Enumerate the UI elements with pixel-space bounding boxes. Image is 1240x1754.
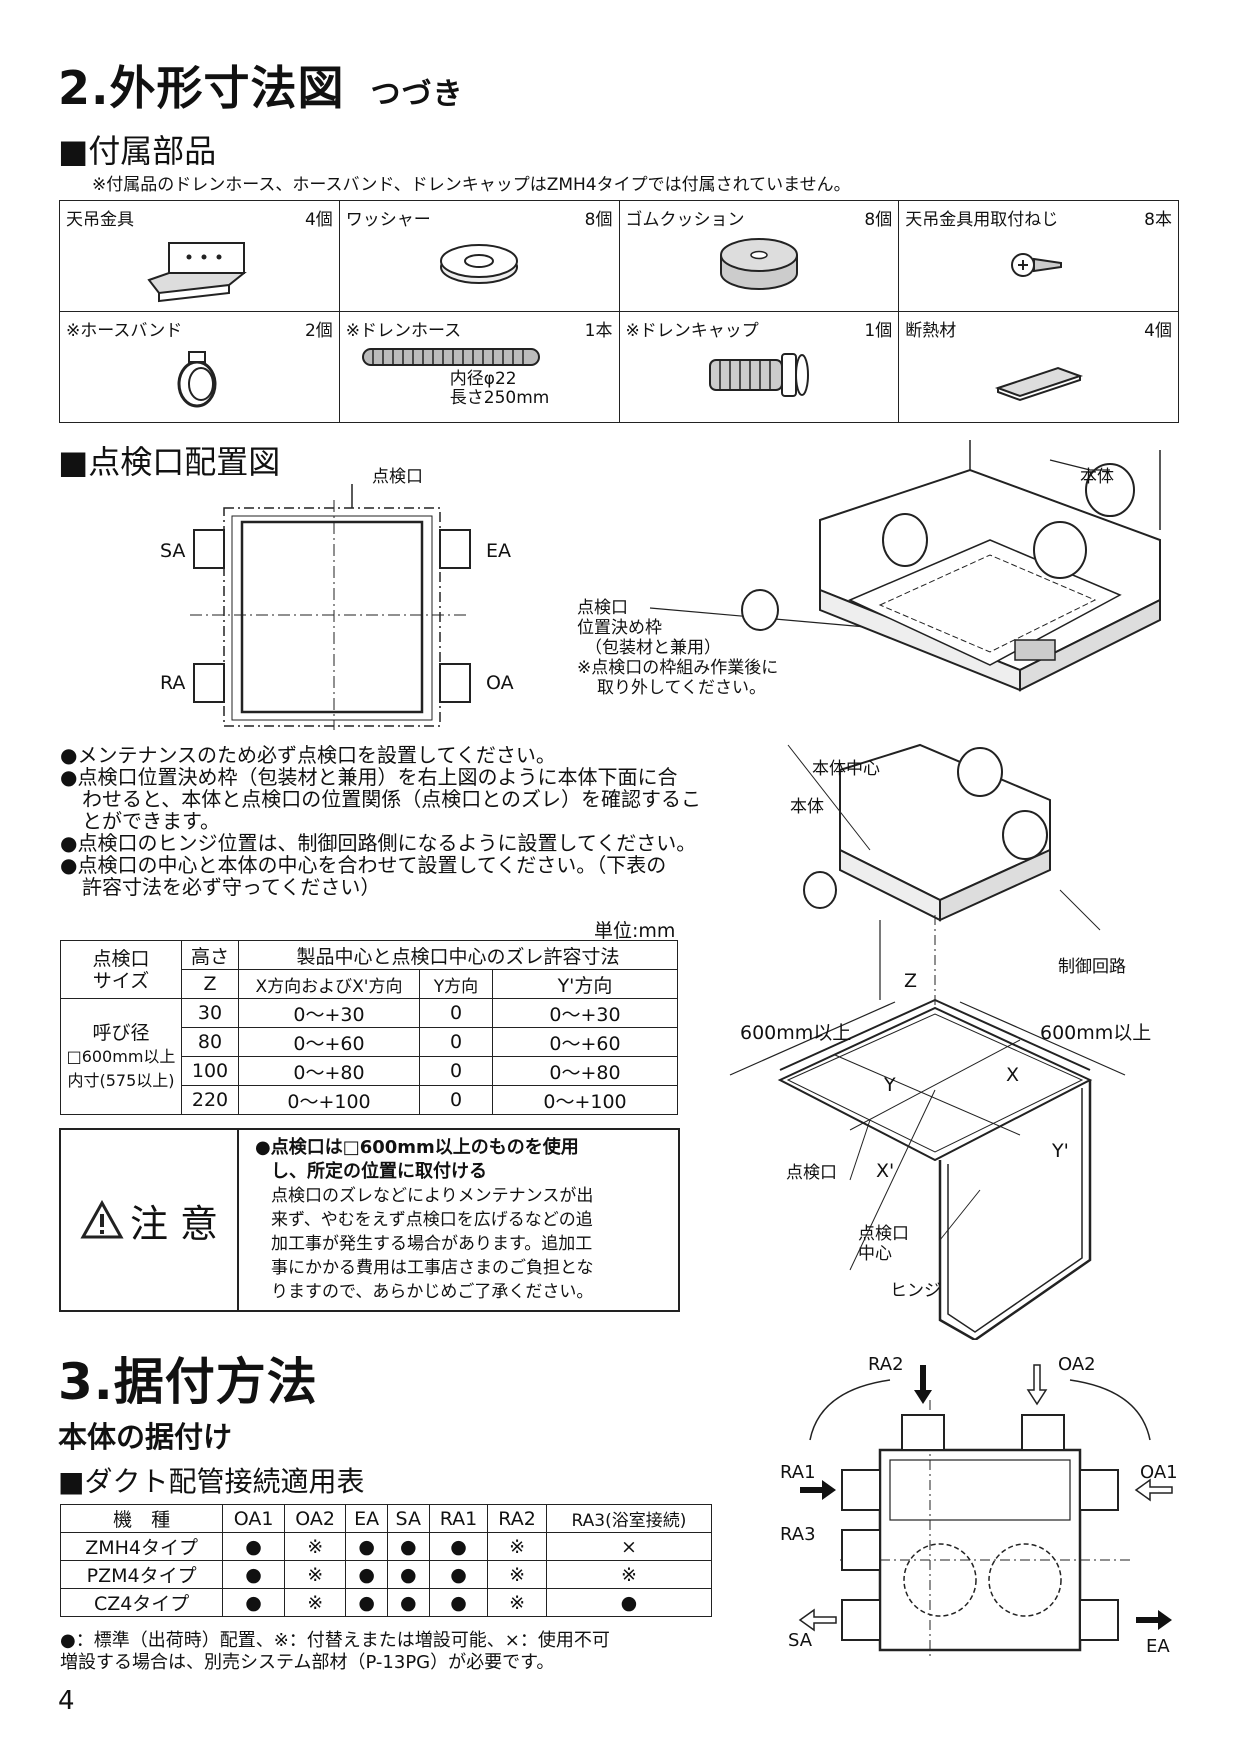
parts-heading: ■付属部品 xyxy=(58,132,217,170)
caution-box: 注 意 ●点検口は□600mm以上のものを使用 し、所定の位置に取付ける 点検口… xyxy=(59,1128,680,1312)
unit-label: 単位:mm xyxy=(594,920,676,942)
washer-icon xyxy=(440,244,519,284)
diagram-label-ra3: RA3 xyxy=(780,1524,816,1545)
plan-label-ra: RA xyxy=(160,672,186,694)
iso-label-body: 本体 xyxy=(790,797,824,817)
hose-band-icon xyxy=(177,351,217,408)
page-number: 4 xyxy=(58,1686,75,1716)
caution-label: 注 意 xyxy=(129,1201,219,1246)
iso-label-xp: X' xyxy=(876,1160,895,1182)
parts-note: ※付属品のドレンホース、ホースバンド、ドレンキャップはZMH4タイプでは付属され… xyxy=(92,175,851,195)
plan-label-oa: OA xyxy=(486,672,514,694)
iso-label-x: X xyxy=(1006,1064,1020,1086)
plan-label-ea: EA xyxy=(486,540,512,562)
duct-connection-diagram xyxy=(798,1364,1173,1660)
diagram-label-ra2: RA2 xyxy=(868,1354,904,1375)
drain-cap-icon xyxy=(708,353,809,397)
table-row: CZ4タイプ●※●●●※● xyxy=(59,1588,713,1617)
frame-note: 点検口 位置決め枠 （包装材と兼用） ※点検口の枠組み作業後に 取り外してくださ… xyxy=(577,598,779,698)
table-row: 80 0〜+60 0 0〜+60 xyxy=(61,1027,678,1057)
duct-legend: ●：標準（出荷時）配置、※：付替えまたは増設可能、×：使用不可 増設する場合は、… xyxy=(60,1630,610,1673)
insulation-icon xyxy=(994,366,1083,402)
iso-label-hatch-center: 点検口 中心 xyxy=(858,1224,909,1264)
iso-label-yp: Y' xyxy=(1052,1140,1069,1162)
section3-sub: 本体の据付け xyxy=(58,1420,233,1454)
iso-label-control: 制御回路 xyxy=(1058,957,1126,977)
hose-spec: 内径φ22 長さ250mm xyxy=(449,369,550,408)
diagram-label-ea: EA xyxy=(1146,1636,1170,1657)
diagram-label-oa1: OA1 xyxy=(1140,1462,1178,1483)
unit-frame-diagram xyxy=(649,440,1161,692)
inspection-plan-diagram xyxy=(190,484,471,730)
warning-icon xyxy=(80,1200,124,1239)
iso-label-z: Z xyxy=(904,970,918,992)
rubber-cushion-icon xyxy=(719,238,798,290)
table-row: 100 0〜+80 0 0〜+80 xyxy=(61,1056,678,1086)
iso-label-hinge: ヒンジ xyxy=(890,1281,941,1301)
iso-label-left600: 600mm以上 xyxy=(740,1022,852,1044)
maintenance-bullets: ●メンテナンスのため必ず点検口を設置してください。 ●点検口位置決め枠（包装材と… xyxy=(60,743,701,899)
diagram-label-sa: SA xyxy=(788,1630,813,1651)
duct-table-heading: ■ダクト配管接続適用表 xyxy=(58,1465,365,1498)
table-row: ZMH4タイプ●※●●●※× xyxy=(59,1532,713,1561)
table-row: 呼び径 □600mm以上 内寸(575以上) 30 0〜+30 0 0〜+30 xyxy=(60,998,678,1115)
table-row: 220 0〜+100 0 0〜+100 xyxy=(61,1085,678,1115)
screw-icon xyxy=(1010,253,1062,277)
duct-table: 機 種 OA1 OA2 EA SA RA1 RA2 RA3(浴室接続) ZMH4… xyxy=(59,1504,713,1617)
iso-label-hatch: 点検口 xyxy=(786,1163,837,1183)
iso-label-center: 本体中心 xyxy=(812,759,880,779)
plan-label-sa: SA xyxy=(160,540,186,562)
bracket-icon xyxy=(147,242,248,303)
iso-label-y: Y xyxy=(884,1074,896,1096)
section-title: 2.外形寸法図つづき xyxy=(58,61,464,115)
plan-label-inspection: 点検口 xyxy=(372,467,423,487)
table-row: PZM4タイプ●※●●●※※ xyxy=(59,1560,713,1589)
hatch-iso-diagram xyxy=(729,743,1126,1340)
diagram-label-oa2: OA2 xyxy=(1058,1354,1096,1375)
body-label: 本体 xyxy=(1080,467,1114,487)
iso-label-right600: 600mm以上 xyxy=(1040,1022,1152,1044)
drain-hose-icon xyxy=(362,348,541,366)
section3-title: 3.据付方法 xyxy=(58,1353,318,1411)
inspection-heading: ■点検口配置図 xyxy=(58,443,281,481)
tolerance-table: 点検口サイズ 高さ 製品中心と点検口中心のズレ許容寸法 Z X方向およびX'方向… xyxy=(60,940,678,1115)
diagram-label-ra1: RA1 xyxy=(780,1462,816,1483)
